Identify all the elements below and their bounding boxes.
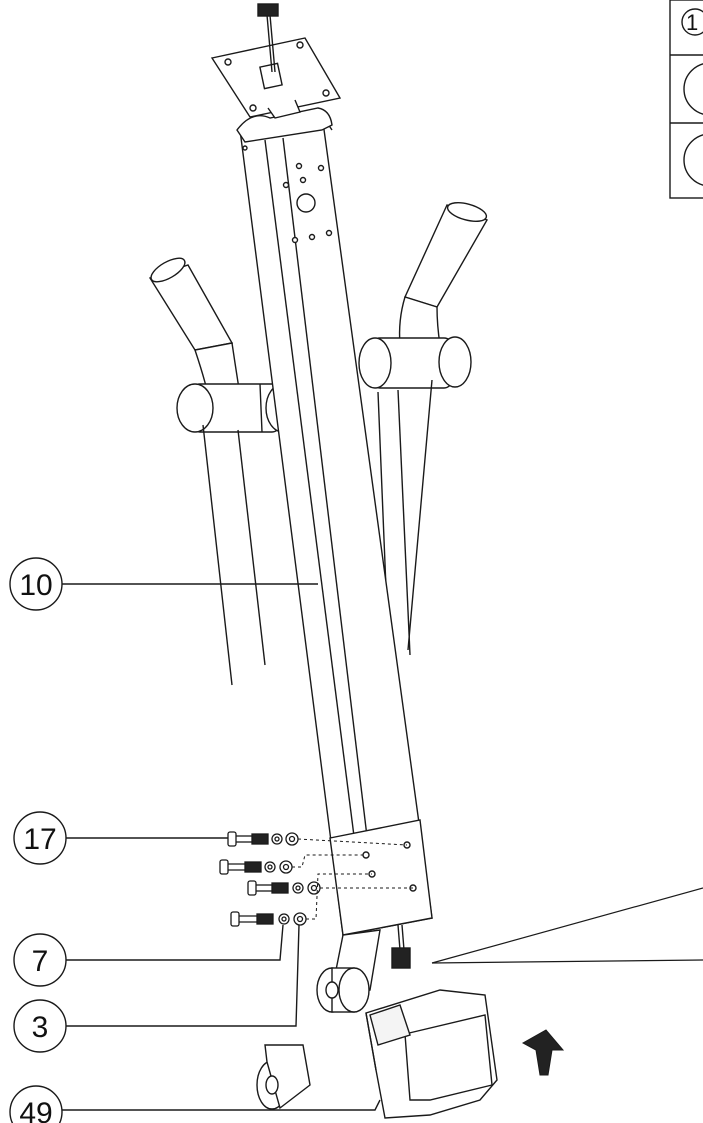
mount-hole bbox=[295, 162, 303, 170]
bolt-thread bbox=[244, 861, 262, 873]
wire-connector bbox=[391, 947, 411, 969]
spring-washer-inner bbox=[281, 916, 287, 922]
right-handle-arm-line bbox=[397, 389, 411, 656]
bolt-thread bbox=[251, 833, 269, 845]
left-handle-grip-end bbox=[150, 257, 186, 283]
detail-leader-line bbox=[431, 887, 703, 964]
callout-49-leader bbox=[62, 1099, 381, 1111]
up-arrow-icon bbox=[521, 1029, 565, 1076]
left-handle-arm-line bbox=[202, 424, 233, 686]
console-plate-hole bbox=[249, 104, 257, 112]
upright-top-cap bbox=[236, 107, 333, 143]
bolt-thread bbox=[256, 913, 274, 925]
flat-washer-inner bbox=[296, 915, 304, 923]
left-handle-pivot-seam bbox=[259, 383, 263, 433]
upright-tube bbox=[236, 107, 433, 936]
callouts bbox=[9, 557, 381, 1123]
alignment-lines bbox=[292, 838, 413, 920]
console-plate bbox=[210, 3, 342, 119]
alignment-line bbox=[297, 838, 408, 846]
bolt-thread bbox=[271, 882, 289, 894]
right-handle bbox=[358, 201, 489, 761]
flat-washer-inner bbox=[288, 835, 296, 843]
mount-hole bbox=[317, 164, 325, 172]
console-plate-hole bbox=[296, 41, 304, 49]
spring-washer-inner bbox=[267, 864, 273, 870]
mount-hole bbox=[299, 176, 307, 184]
parts-table-frame bbox=[669, 0, 703, 199]
roller-bore bbox=[265, 1075, 279, 1095]
mount-hole bbox=[325, 229, 333, 237]
bolt-head bbox=[219, 859, 229, 875]
flat-washer-inner bbox=[282, 863, 290, 871]
bolt-hole bbox=[362, 851, 370, 859]
callout-49-circle bbox=[9, 1085, 63, 1123]
left-handle-pivot-cap bbox=[176, 383, 214, 433]
console-cable bbox=[269, 14, 276, 73]
front-cover bbox=[365, 989, 498, 1119]
parts-table-callout-circle bbox=[683, 134, 703, 186]
bolt-head bbox=[230, 911, 240, 927]
mount-hole bbox=[291, 236, 299, 244]
parts-table-callout-circle bbox=[683, 63, 703, 115]
parts-table bbox=[669, 0, 703, 199]
right-handle-arm-line bbox=[407, 379, 433, 651]
upright-lower-sleeve bbox=[329, 819, 433, 936]
callout-17-label: 17 bbox=[23, 823, 56, 856]
front-cover-lip bbox=[369, 1004, 411, 1046]
flat-washer-inner bbox=[310, 884, 318, 892]
bolt-head bbox=[247, 880, 257, 896]
callout-10-label: 10 bbox=[19, 569, 52, 602]
detail-leader-lines bbox=[431, 887, 703, 964]
front-cover-panel bbox=[404, 1014, 493, 1101]
detail-leader-line bbox=[431, 959, 703, 964]
console-cable-connector bbox=[257, 3, 279, 17]
lower-pivot bbox=[256, 924, 411, 1110]
callout-3-label: 3 bbox=[32, 1011, 49, 1044]
parts-table-callout-circle bbox=[681, 8, 703, 36]
wire bbox=[397, 924, 401, 951]
right-handle-pivot-cap bbox=[358, 337, 392, 389]
left-handle-arm-line bbox=[237, 429, 266, 666]
console-plate-hole bbox=[322, 89, 330, 97]
spring-washer-inner bbox=[274, 836, 280, 842]
cable-hole bbox=[296, 193, 316, 213]
alignment-line bbox=[306, 873, 372, 920]
right-handle-grip-end bbox=[446, 201, 488, 223]
callout-49-label: 49 bbox=[19, 1097, 52, 1123]
mount-hole bbox=[282, 181, 290, 189]
console-plate-hole bbox=[224, 58, 232, 66]
upright-tube-edge bbox=[282, 137, 379, 929]
console-bracket bbox=[267, 99, 301, 119]
wire bbox=[401, 924, 405, 951]
parts-table-row-label: 1 bbox=[686, 10, 698, 35]
callout-7-label: 7 bbox=[32, 945, 49, 978]
mount-hole bbox=[242, 145, 248, 151]
callout-7-leader bbox=[66, 924, 284, 961]
console-plate-slot bbox=[259, 62, 283, 90]
lower-pivot-bore bbox=[325, 981, 339, 999]
hardware-group bbox=[219, 831, 321, 927]
mount-hole bbox=[308, 233, 316, 241]
right-handle-pivot-cap bbox=[438, 336, 472, 388]
console-cable bbox=[266, 14, 273, 73]
callout-3-leader bbox=[66, 924, 300, 1027]
lower-pivot-bushing-end bbox=[338, 967, 370, 1013]
spring-washer-inner bbox=[295, 885, 301, 891]
front-cover-edge bbox=[365, 1012, 377, 1071]
bolt-head bbox=[227, 831, 237, 847]
upright-tube-edge bbox=[264, 139, 367, 931]
